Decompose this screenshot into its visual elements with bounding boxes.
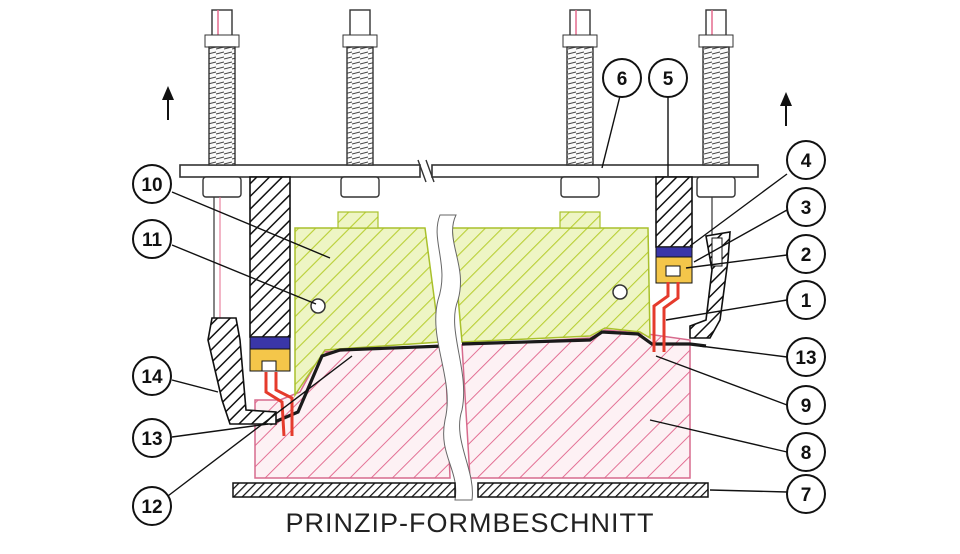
svg-text:10: 10 (141, 175, 162, 196)
svg-text:12: 12 (141, 497, 162, 518)
threaded-rods (202, 9, 736, 330)
svg-text:2: 2 (801, 245, 812, 266)
callout-9: 9 (786, 385, 826, 425)
diagram-caption: PRINZIP-FORMBESCHNITT (286, 508, 655, 538)
svg-text:4: 4 (801, 151, 812, 172)
pin-right (612, 284, 628, 300)
svg-text:1: 1 (801, 291, 812, 312)
cross-plate (179, 159, 759, 183)
left-holder (249, 176, 291, 372)
callout-4: 4 (786, 140, 826, 180)
svg-text:13: 13 (141, 429, 162, 450)
left-clamp (207, 317, 277, 425)
heater-wires (264, 282, 680, 437)
svg-text:5: 5 (663, 69, 674, 90)
right-holder (655, 176, 693, 284)
callout-14: 14 (132, 356, 172, 396)
callout-8: 8 (786, 432, 826, 472)
callout-13-right: 13 (786, 337, 826, 377)
callout-2: 2 (786, 234, 826, 274)
callout-6: 6 (602, 58, 642, 98)
svg-text:3: 3 (801, 198, 812, 219)
callout-12: 12 (132, 486, 172, 526)
base-plate (232, 482, 709, 498)
right-clamp (689, 231, 731, 339)
callout-3: 3 (786, 187, 826, 227)
callout-5: 5 (648, 58, 688, 98)
callout-7: 7 (786, 474, 826, 514)
sheet-material (269, 330, 707, 426)
break-gap (435, 214, 473, 501)
lower-mold (254, 329, 691, 479)
upper-mold (294, 211, 651, 398)
svg-text:7: 7 (801, 485, 812, 506)
up-arrow-icon (162, 86, 174, 120)
leader-lines (159, 95, 788, 503)
pin-left (310, 298, 326, 314)
svg-text:14: 14 (141, 367, 163, 388)
svg-text:9: 9 (801, 396, 812, 417)
callout-1: 1 (786, 280, 826, 320)
up-arrow-icon (780, 92, 792, 126)
svg-text:11: 11 (142, 230, 163, 251)
callout-10: 10 (132, 164, 172, 204)
callout-11: 11 (132, 219, 172, 259)
svg-text:13: 13 (795, 348, 816, 369)
svg-text:6: 6 (617, 69, 628, 90)
callout-13-left: 13 (132, 418, 172, 458)
svg-text:8: 8 (801, 443, 812, 464)
